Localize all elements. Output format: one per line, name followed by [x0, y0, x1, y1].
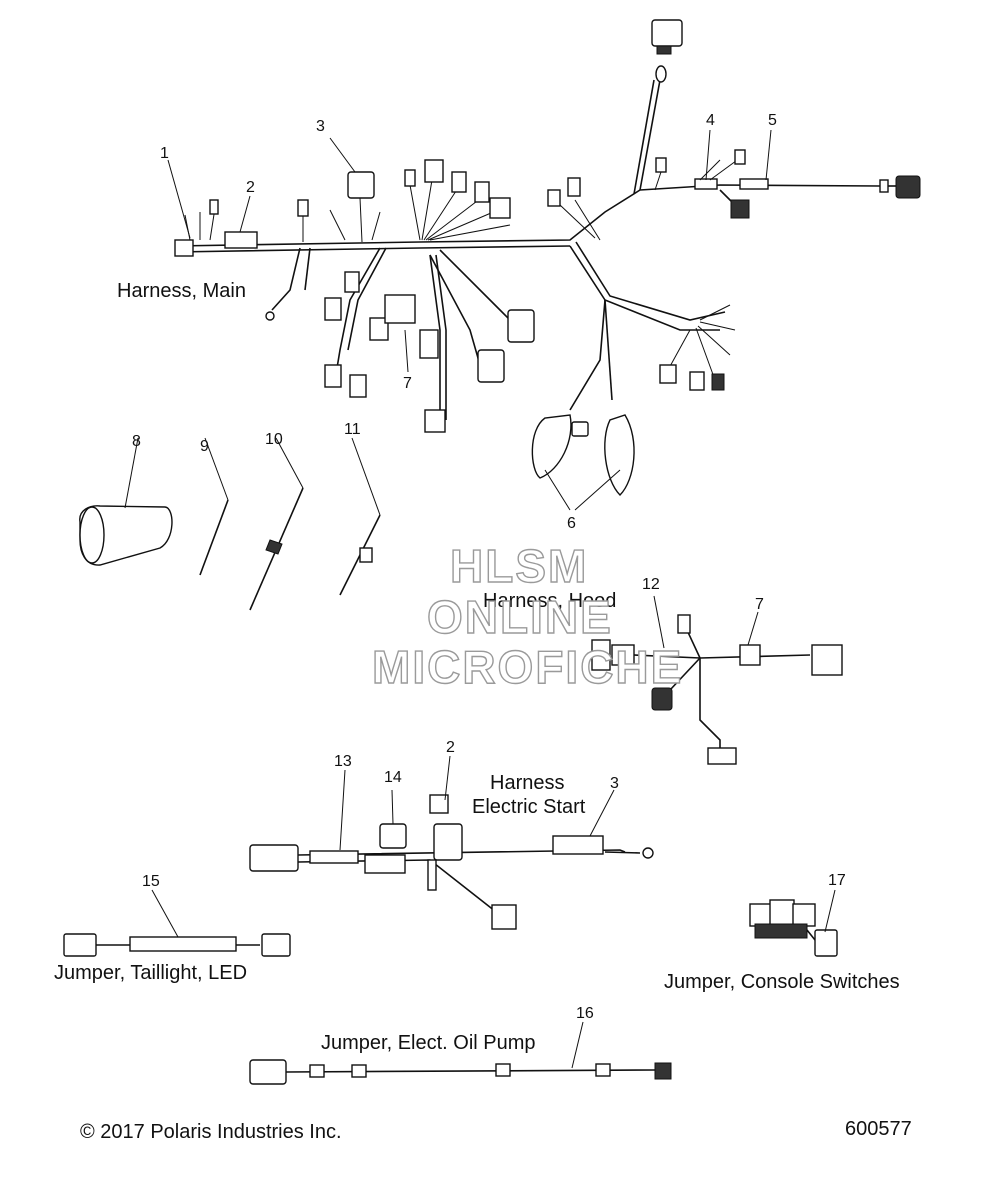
main-harness-drawing	[167, 19, 921, 511]
callout-13: 13	[334, 753, 352, 770]
loose-parts-drawing	[79, 437, 381, 611]
callout-3: 3	[316, 118, 325, 135]
callout-12: 12	[642, 576, 660, 593]
callout-1: 1	[160, 145, 169, 162]
callout-9: 9	[200, 438, 209, 455]
figure-number: 600577	[845, 1118, 912, 1140]
callout-10: 10	[265, 431, 283, 448]
watermark-line-2: ONLINE	[426, 591, 613, 643]
electric-start-harness-drawing	[249, 755, 654, 930]
callout-2-start: 2	[446, 739, 455, 756]
watermark-line-1: HLSM	[449, 540, 589, 592]
callout-14: 14	[384, 769, 402, 786]
callout-15: 15	[142, 873, 160, 890]
callout-16: 16	[576, 1005, 594, 1022]
taillight-jumper-drawing	[63, 889, 291, 957]
callout-4: 4	[706, 112, 715, 129]
label-harness-electric-start-line1: Harness	[490, 772, 565, 794]
callout-8: 8	[132, 433, 141, 450]
oil-pump-jumper-drawing	[249, 1021, 672, 1085]
label-jumper-taillight: Jumper, Taillight, LED	[54, 962, 248, 984]
callout-17: 17	[828, 872, 846, 889]
callout-11: 11	[344, 421, 361, 438]
hood-harness-drawing	[591, 595, 843, 765]
watermark-line-3: MICROFICHE	[371, 641, 684, 693]
callout-2: 2	[246, 179, 255, 196]
callout-6: 6	[567, 515, 576, 532]
callout-3-start: 3	[610, 775, 619, 792]
callout-7: 7	[403, 375, 412, 392]
callout-5: 5	[768, 112, 777, 129]
callout-7-hood: 7	[755, 596, 764, 613]
label-harness-main: Harness, Main	[117, 280, 246, 302]
label-jumper-console: Jumper, Console Switches	[664, 971, 900, 993]
label-harness-hood: Harness, Hood	[483, 590, 617, 612]
label-jumper-oil-pump: Jumper, Elect. Oil Pump	[321, 1032, 536, 1054]
label-harness-electric-start-line2: Electric Start	[472, 796, 586, 818]
console-jumper-drawing	[749, 889, 838, 957]
copyright-text: © 2017 Polaris Industries Inc.	[80, 1121, 342, 1143]
